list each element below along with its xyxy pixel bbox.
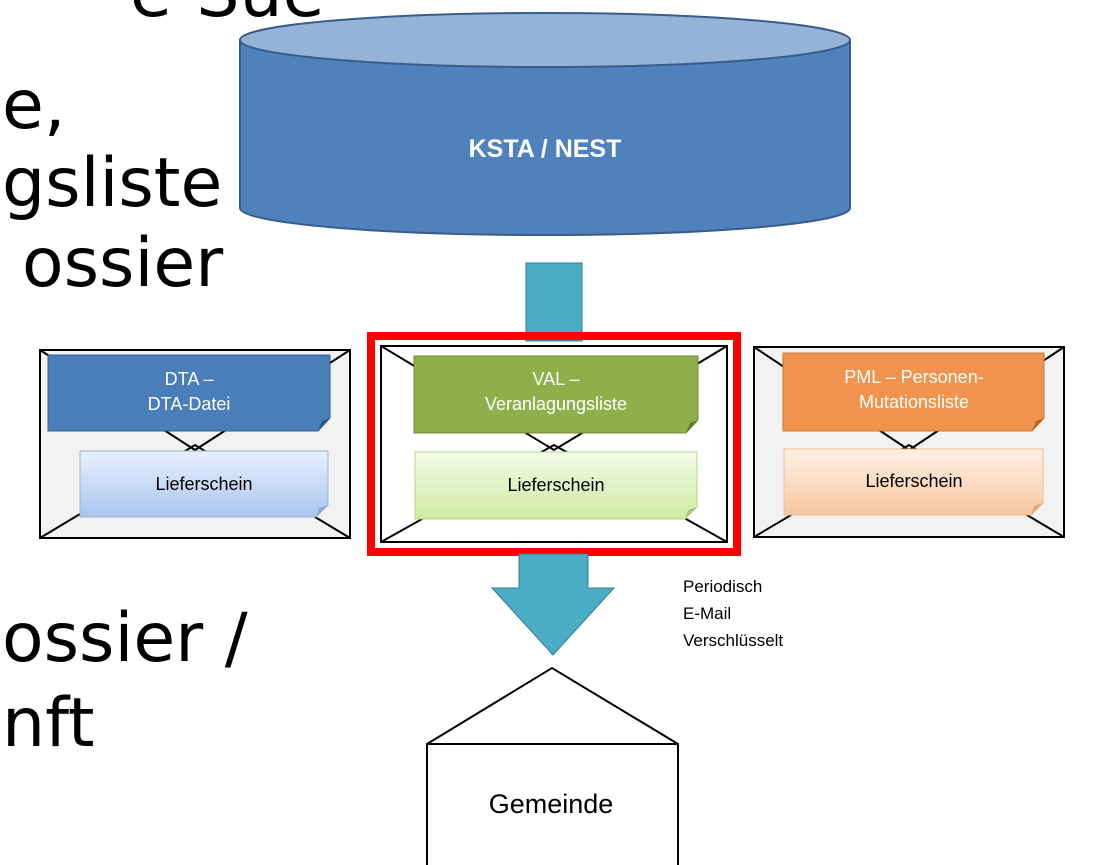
envelope-pml-title: Mutationsliste — [859, 392, 969, 412]
envelope-pml-code: PML – Personen- — [844, 367, 983, 387]
down-arrow-bottom — [490, 553, 616, 656]
destination-label: Gemeinde — [489, 789, 614, 819]
slide-text-line-2: e, — [2, 66, 66, 145]
envelope-pml-slip: Lieferschein — [865, 471, 962, 491]
envelope-val: VAL – Veranlagungsliste Lieferschein — [380, 345, 728, 543]
delivery-note-security: Verschlüsselt — [683, 631, 783, 650]
slide-text-line-5: ossier / — [2, 599, 248, 678]
envelope-dta: DTA – DTA-Datei Lieferschein — [39, 349, 351, 539]
slide-text-line-4: ossier — [22, 224, 224, 303]
envelope-dta-title: DTA-Datei — [148, 394, 231, 414]
envelope-val-code: VAL – — [532, 369, 579, 389]
slide-text-line-6: nft — [2, 684, 95, 763]
delivery-note-frequency: Periodisch — [683, 577, 762, 596]
database-cylinder: KSTA / NEST — [239, 12, 851, 236]
slide-text-line-1: e-Sue — [130, 0, 324, 28]
destination-house: Gemeinde — [426, 666, 679, 865]
database-label: KSTA / NEST — [469, 135, 622, 163]
envelope-val-title: Veranlagungsliste — [485, 394, 627, 414]
highlight-frame — [367, 332, 741, 556]
down-arrow-shaft-top — [525, 262, 583, 342]
slide-text-line-3: gsliste — [2, 144, 223, 223]
envelope-pml: PML – Personen- Mutationsliste Liefersch… — [753, 346, 1065, 538]
delivery-note-channel: E-Mail — [683, 604, 731, 623]
envelope-val-slip: Lieferschein — [507, 475, 604, 495]
envelope-dta-slip: Lieferschein — [155, 474, 252, 494]
envelope-dta-code: DTA – — [165, 369, 214, 389]
